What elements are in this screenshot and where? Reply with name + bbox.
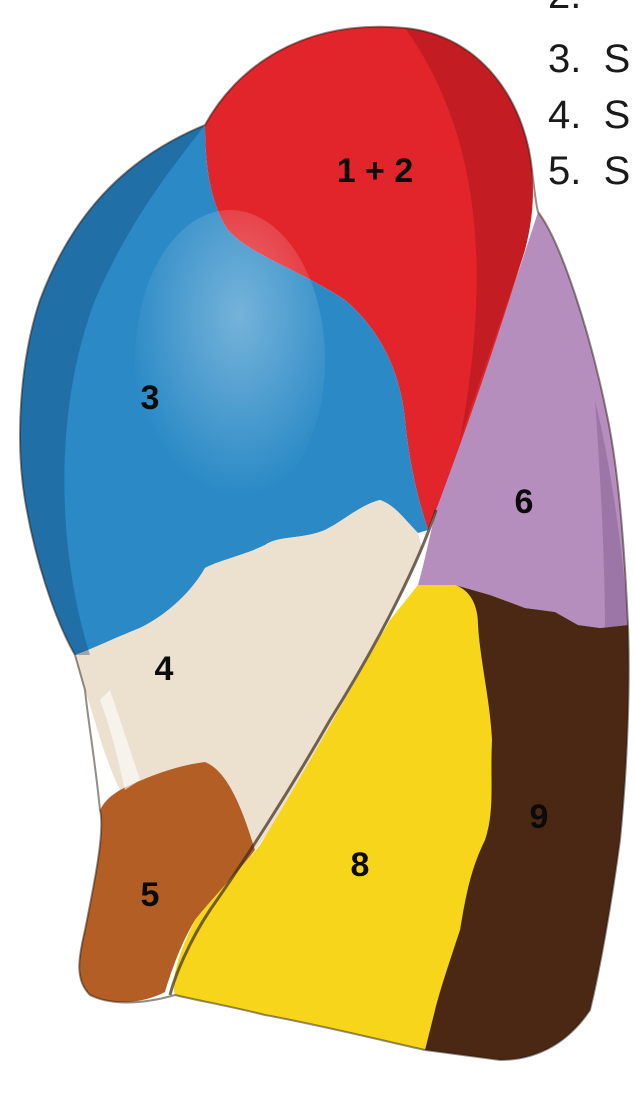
segment-label-1-2: 1 + 2	[337, 152, 414, 190]
segment-label-9: 9	[530, 798, 549, 836]
segment-3-highlight	[135, 210, 325, 510]
segment-label-3: 3	[141, 379, 160, 417]
segment-label-6: 6	[515, 483, 534, 521]
list-item-5: 5. S	[548, 149, 630, 193]
segment-label-5: 5	[141, 876, 160, 914]
list-item-3: 3. S	[548, 37, 630, 81]
list-item-2: 2.	[548, 0, 581, 17]
segment-label-4: 4	[155, 650, 174, 688]
list-item-4: 4. S	[548, 93, 630, 137]
segment-label-8: 8	[351, 846, 370, 884]
